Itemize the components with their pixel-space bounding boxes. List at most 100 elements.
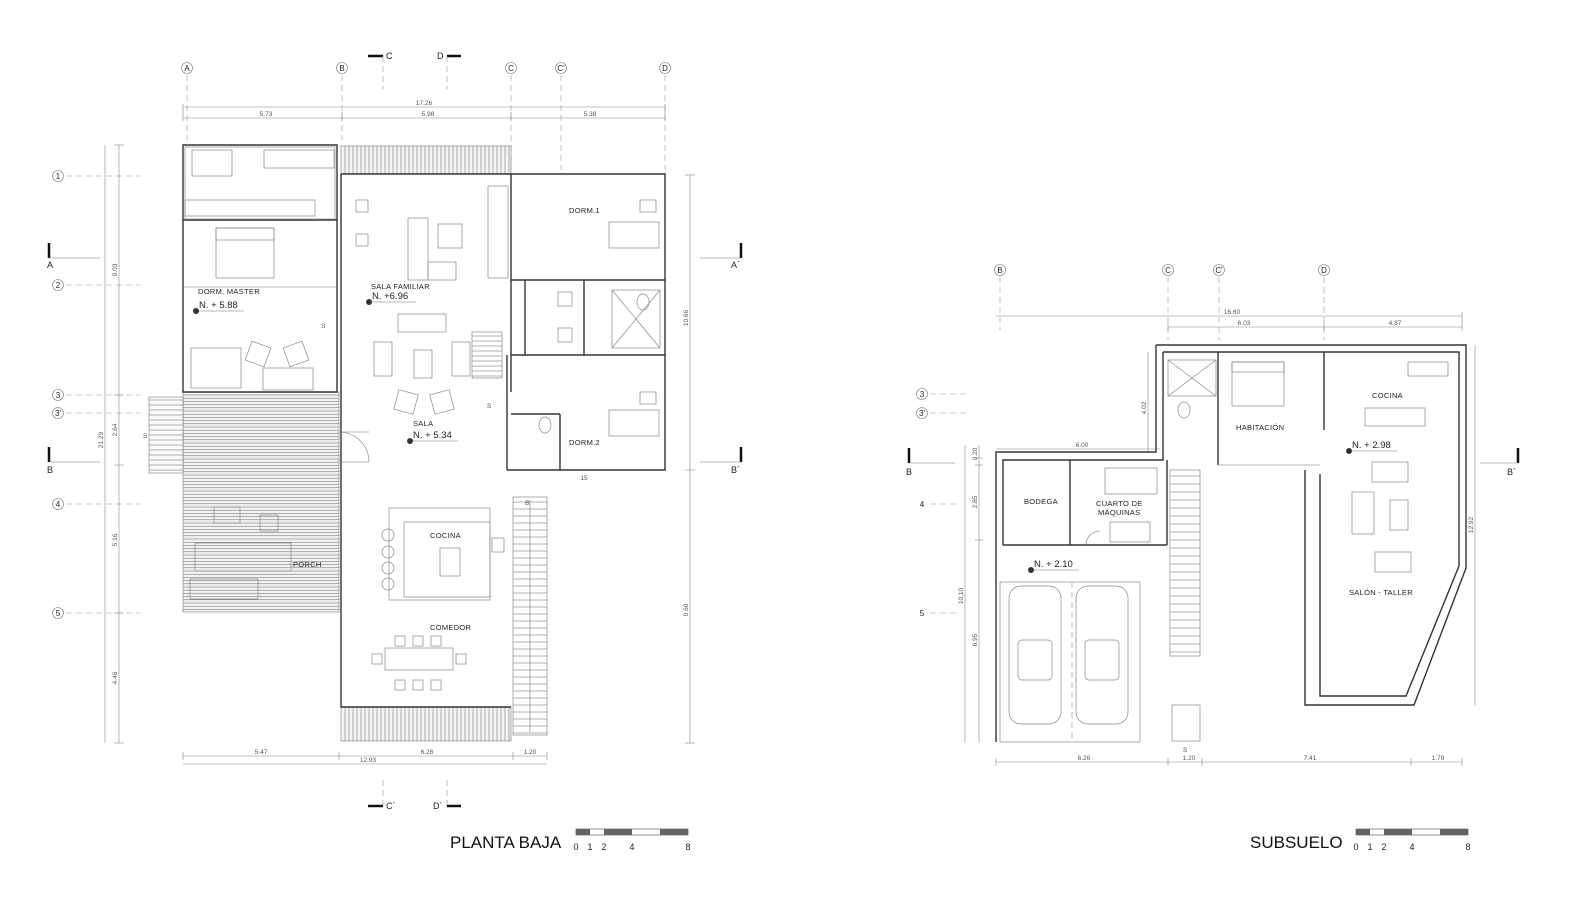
ss-section-marks: B B´ (906, 448, 1520, 477)
pb-dim-left-2: 2.64 (112, 423, 119, 436)
pb-section-c: C (386, 51, 393, 61)
ss-dim-bottom-4: 1.79 (1432, 755, 1445, 762)
pb-levels: N. + 5.88 N. +6.96 N. + 5.34 (193, 291, 458, 444)
ss-levels: N. + 2.98 N. + 2.10 (1028, 440, 1397, 573)
ss-dims-right: 12.92 (1468, 345, 1476, 705)
ss-dim-bottom-1: 6.26 (1078, 755, 1091, 762)
pb-grid-col-d: D (662, 64, 668, 73)
ss-dim-left-2: 2.85 (972, 495, 979, 508)
room-salon-taller: SALÓN - TALLER (1349, 588, 1413, 597)
level-familiar: N. +6.96 (372, 291, 408, 302)
room-cuarto-maquinas-2: MÁQUINAS (1098, 508, 1140, 517)
pb-dim-left-total: 21.29 (98, 431, 105, 448)
planta-baja-plan: A B C C' D C D 17.26 (47, 51, 743, 852)
ss-grid-col-c-prime: C' (1215, 266, 1223, 275)
ss-room-labels: HABITACIÓN COCINA BODEGA CUARTO DE MÁQUI… (1024, 391, 1413, 597)
ss-dims-bottom: 6.26 1.20 7.41 1.79 (995, 755, 1463, 766)
pb-dim-small: 15 (580, 475, 588, 482)
room-cocina: COCINA (430, 531, 461, 540)
ss-title-block: SUBSUELO 0 1 2 4 8 (1250, 828, 1471, 852)
pb-scale-8: 8 (685, 842, 690, 852)
level-sala: N. + 5.34 (413, 430, 452, 441)
room-cuarto-maquinas-1: CUARTO DE (1096, 499, 1143, 508)
pb-scale-1: 1 (587, 842, 592, 852)
pb-dim-right-1: 10.66 (683, 309, 690, 326)
ss-scale-4: 4 (1409, 842, 1414, 852)
pb-section-marks-top: C D (368, 51, 461, 90)
room-dorm1: DORM.1 (569, 206, 600, 215)
pb-furniture (189, 185, 660, 691)
pb-stairs: S S S B (143, 323, 548, 736)
pb-porch-deck (148, 391, 340, 613)
room-bodega: BODEGA (1024, 497, 1058, 506)
pb-deck-bottom (340, 706, 512, 742)
pb-dim-bottom-total: 12.93 (360, 757, 377, 764)
pb-grid-col-a: A (184, 64, 190, 73)
pb-stair-s-1: S (321, 323, 326, 330)
ss-scale-2: 2 (1381, 842, 1386, 852)
pb-deck-top (340, 145, 512, 175)
pb-dims-left: 21.29 9.03 2.64 5.16 4.46 (98, 144, 124, 744)
pb-dim-top-3: 5.38 (584, 111, 597, 118)
pb-dims-right: 10.66 9.60 (683, 174, 695, 744)
pb-section-b: B (47, 465, 53, 475)
ss-walls (995, 344, 1467, 742)
pb-grid-row-2: 2 (56, 281, 61, 290)
pb-title-block: PLANTA BAJA 0 1 2 4 8 (450, 828, 691, 852)
ss-scale-0: 0 (1353, 842, 1358, 852)
pb-section-d: D (437, 51, 444, 61)
ss-scale-1: 1 (1367, 842, 1372, 852)
pb-stair-s-2: S (487, 403, 492, 410)
pb-stair-b: B (525, 500, 529, 507)
room-habitacion: HABITACIÓN (1236, 423, 1284, 432)
subsuelo-plan: B C C' D 16.60 6.03 4.87 3 3' 4 5 (906, 264, 1520, 852)
ss-dim-bottom-3: 7.41 (1304, 755, 1317, 762)
pb-title: PLANTA BAJA (450, 833, 562, 852)
ss-title: SUBSUELO (1250, 833, 1343, 852)
pb-grid-col-b: B (339, 64, 344, 73)
pb-dim-left-3: 5.16 (112, 533, 119, 546)
pb-dim-left-1: 9.03 (112, 263, 119, 276)
ss-dim-left-4: 6.95 (972, 633, 979, 646)
ss-dim-left-1: 0.20 (972, 447, 979, 460)
ss-level-upper: N. + 2.98 (1352, 440, 1391, 451)
pb-section-b-prime: B´ (731, 465, 740, 475)
pb-section-c-prime: C´ (386, 801, 396, 811)
level-master: N. + 5.88 (199, 300, 238, 311)
pb-dims-top: 17.26 5.73 5.98 5.38 (182, 100, 666, 121)
room-cocina-subsuelo: COCINA (1372, 391, 1403, 400)
pb-section-a: A (47, 260, 53, 270)
room-sala-familiar: SALA FAMILIAR (371, 282, 430, 291)
pb-dim-right-2: 9.60 (683, 603, 690, 616)
ss-dim-right: 12.92 (1468, 516, 1475, 533)
pb-dim-bottom-2: 6.26 (421, 749, 434, 756)
ss-scale-8: 8 (1465, 842, 1470, 852)
pb-dim-left-4: 4.46 (112, 671, 119, 684)
ss-dim-top-1: 6.03 (1238, 320, 1251, 327)
pb-dim-top-1: 5.73 (260, 111, 273, 118)
room-dorm2: DORM.2 (569, 438, 600, 447)
pb-section-marks-side: A A´ B B´ (47, 243, 743, 475)
ss-stairs: S (1169, 469, 1201, 754)
pb-grid-row-3: 3 (56, 391, 61, 400)
ss-grid-row-3-prime: 3' (919, 409, 925, 418)
pb-dim-bottom-3: 1.20 (524, 749, 537, 756)
pb-section-a-prime: A´ (731, 260, 740, 270)
ss-dim-side: 4.02 (1141, 401, 1148, 414)
pb-room-labels: DORM. MASTER SALA FAMILIAR DORM.1 SALA D… (198, 206, 600, 632)
pb-grid-row-1: 1 (56, 172, 61, 181)
pb-section-marks-bottom: C´ D´ (368, 780, 461, 811)
pb-section-d-prime: D´ (433, 801, 443, 811)
ss-dim-bottom-2: 1.20 (1183, 755, 1196, 762)
pb-scale-bar: 0 1 2 4 8 (573, 828, 691, 852)
ss-furniture (999, 361, 1449, 743)
ss-grid-col-d: D (1321, 266, 1327, 275)
ss-level-lower: N. + 2.10 (1034, 559, 1073, 570)
room-dorm-master: DORM. MASTER (198, 287, 260, 296)
pb-stair-s-3: S (143, 433, 148, 440)
ss-grid-col-c: C (1165, 266, 1171, 275)
ss-grid-row-4: 4 (920, 500, 925, 509)
pb-grid-rows: 1 2 3 3' 4 5 (52, 170, 140, 619)
ss-dims-left: 0.20 2.85 10.10 6.95 6.00 4.02 (958, 352, 1160, 743)
